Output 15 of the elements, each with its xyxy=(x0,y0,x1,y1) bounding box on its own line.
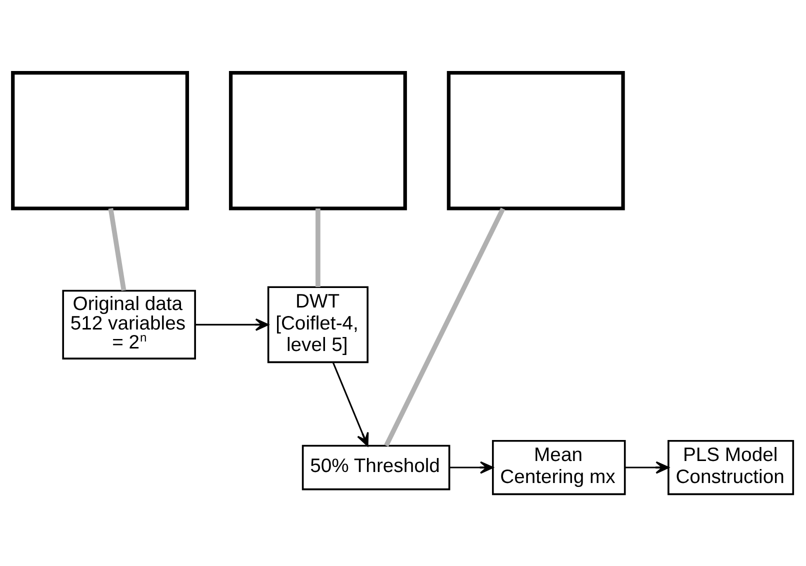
node-box: Mean Centering mx xyxy=(492,439,626,495)
node-box: DWT [Coiflet-4, level 5] xyxy=(267,286,368,363)
node-box: 50% Threshold xyxy=(302,444,450,490)
node-box xyxy=(446,70,625,210)
arrow xyxy=(625,460,670,474)
node-box xyxy=(228,70,407,210)
connector xyxy=(108,208,126,290)
node-box xyxy=(11,70,189,210)
node-box: PLS Model Construction xyxy=(668,439,794,495)
arrow xyxy=(195,318,269,330)
node-box: Original data 512 variables = 2$^{n}$ xyxy=(62,289,196,359)
connector xyxy=(384,207,506,446)
arrow xyxy=(332,362,369,446)
arrow xyxy=(450,460,494,474)
connector xyxy=(316,208,320,286)
